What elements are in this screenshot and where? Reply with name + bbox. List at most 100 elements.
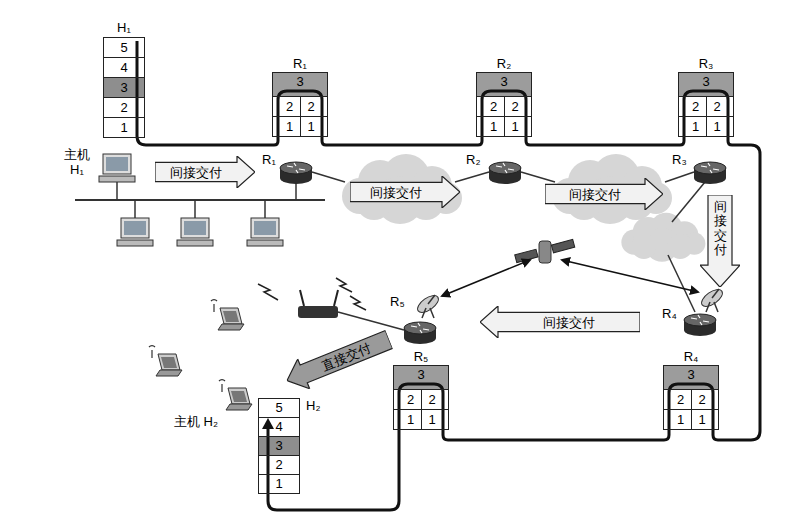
- protocol-stack: H₁ 54321: [103, 20, 145, 138]
- layer-number: 1: [301, 117, 327, 136]
- router-label: R₁: [262, 152, 276, 167]
- layer-number: 3: [664, 366, 718, 382]
- host-label: 主机 H₁: [60, 147, 94, 177]
- delivery-label: 间接交付: [714, 195, 727, 257]
- stack-name: R₄: [663, 349, 719, 365]
- stack-layer: 2: [103, 97, 145, 118]
- layer-number: 4: [259, 418, 299, 436]
- router-label: R₅: [390, 294, 405, 309]
- layer-number: 1: [692, 410, 718, 429]
- host-label: 主机 H₂: [174, 414, 218, 429]
- stack-layer: 3: [678, 72, 734, 97]
- layer-number: 3: [259, 437, 299, 455]
- layer-number: 1: [505, 117, 531, 136]
- stack-layer: 2: [663, 389, 692, 410]
- layer-number: 1: [259, 475, 299, 493]
- data-path: [268, 429, 399, 510]
- layer-number: 4: [104, 58, 144, 77]
- stack-layer: 2: [393, 389, 422, 410]
- layer-number: 2: [692, 390, 718, 409]
- layer-number: 3: [273, 73, 327, 89]
- delivery-label: 间接交付: [170, 165, 222, 180]
- stack-layer: 1: [103, 117, 145, 138]
- layer-number: 1: [477, 117, 504, 136]
- layer-number: 3: [394, 366, 448, 382]
- stack-layer: 4: [258, 417, 300, 437]
- protocol-stack: R₅32211: [393, 349, 449, 430]
- data-path: [322, 137, 482, 145]
- data-path: [713, 137, 760, 440]
- indirect-delivery-arrow: 间接交付: [700, 195, 740, 287]
- stack-name: R₁: [272, 56, 328, 72]
- layer-number: 3: [679, 73, 733, 89]
- stack-layer: 3: [272, 72, 328, 97]
- stack-layer: 3: [103, 77, 145, 98]
- stack-name: R₃: [678, 56, 734, 72]
- stack-layer: 2: [258, 455, 300, 475]
- stack-layer: 1: [421, 409, 449, 430]
- stack-layer: 2: [300, 96, 328, 117]
- indirect-delivery-arrow: 间接交付: [155, 156, 255, 188]
- stack-layer: 1: [678, 116, 707, 137]
- direct-delivery-arrow: 直接交付: [281, 325, 395, 396]
- stack-layer: 1: [258, 474, 300, 494]
- delivery-label: 间接交付: [543, 315, 595, 330]
- stack-layer: 3: [476, 72, 532, 97]
- stack-layer: 1: [706, 116, 734, 137]
- stack-layer: 2: [272, 96, 301, 117]
- layer-number: 2: [394, 390, 421, 409]
- data-path: [137, 58, 278, 145]
- layer-number: 2: [273, 97, 300, 116]
- layer-number: 2: [679, 97, 706, 116]
- layer-number: 1: [273, 117, 300, 136]
- stack-layer: 3: [393, 365, 449, 390]
- stack-layer: 1: [272, 116, 301, 137]
- stack-layer: 1: [476, 116, 505, 137]
- layer-number: 2: [505, 97, 531, 116]
- stack-layer: 2: [421, 389, 449, 410]
- indirect-delivery-arrow: 间接交付: [350, 176, 460, 208]
- stack-layer: 1: [691, 409, 719, 430]
- protocol-stack: R₂32211: [476, 56, 532, 137]
- layer-number: 1: [664, 410, 691, 429]
- stack-layer: 3: [258, 436, 300, 456]
- protocol-stack: R₁3 2211: [272, 56, 328, 137]
- stack-layer: 1: [504, 116, 532, 137]
- protocol-stack: R₄3 2211: [663, 349, 719, 430]
- network-layer-fill: [103, 77, 145, 98]
- stack-layer: 5: [103, 37, 145, 58]
- stack-name: H₁: [103, 20, 145, 36]
- layer-number: 1: [394, 410, 421, 429]
- data-path: [526, 137, 684, 145]
- layer-number: 1: [707, 117, 733, 136]
- stack-layer: 1: [300, 116, 328, 137]
- data-path: [443, 430, 669, 440]
- stack-layer: 2: [504, 96, 532, 117]
- stack-layer: 4: [103, 57, 145, 78]
- router-label: R₄: [662, 306, 677, 321]
- layer-number: 3: [477, 73, 531, 89]
- delivery-label: 直接交付: [319, 340, 373, 373]
- layer-number: 5: [259, 399, 299, 417]
- arrow-head: [262, 418, 274, 429]
- layer-number: 2: [707, 97, 733, 116]
- stack-name: H₂: [306, 398, 330, 414]
- layer-number: 1: [104, 118, 144, 137]
- layer-number: 2: [104, 98, 144, 117]
- stack-layer: 1: [393, 409, 422, 430]
- layer-number: 5: [104, 38, 144, 57]
- delivery-label: 间接交付: [370, 185, 422, 200]
- stack-path: [136, 41, 139, 58]
- stack-layer: 2: [476, 96, 505, 117]
- layer-number: 1: [679, 117, 706, 136]
- layer-number: 2: [301, 97, 327, 116]
- layer-number: 2: [422, 390, 448, 409]
- layer-number: 2: [477, 97, 504, 116]
- delivery-label: 间接交付: [569, 187, 621, 202]
- protocol-stack: H₂ 54321: [258, 398, 330, 494]
- stack-layer: 5: [258, 398, 300, 418]
- stack-layer: 3: [663, 365, 719, 390]
- indirect-delivery-arrow: 间接交付: [545, 178, 663, 210]
